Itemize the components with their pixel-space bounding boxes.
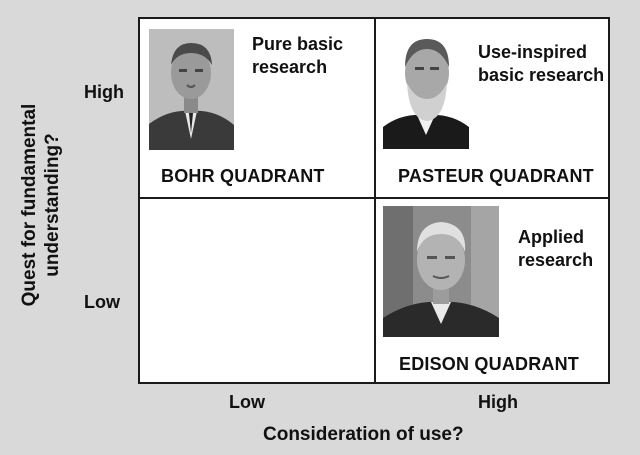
pasteur-description: Use-inspired basic research (478, 42, 605, 85)
pasteur-quadrant-label: PASTEUR QUADRANT (398, 166, 594, 186)
y-axis-low-label: Low (84, 292, 120, 312)
bohr-description: Pure basic research (252, 34, 344, 77)
bohr-portrait (149, 29, 234, 150)
x-axis-title: Consideration of use? (263, 424, 464, 445)
vertical-divider (374, 19, 376, 382)
x-axis-low-label: Low (229, 392, 265, 412)
y-axis-title: Quest for fundamental understanding? (19, 103, 63, 307)
pasteur-portrait (383, 27, 469, 149)
y-axis-high-label: High (84, 82, 124, 102)
horizontal-divider (140, 197, 608, 199)
x-axis-high-label: High (478, 392, 518, 412)
quadrant-grid: Pure basic research BOHR QUADRANT Use-in… (138, 17, 610, 384)
edison-description: Applied research (518, 227, 594, 270)
edison-quadrant-label: EDISON QUADRANT (399, 354, 580, 374)
bohr-quadrant-label: BOHR QUADRANT (161, 166, 325, 186)
edison-portrait (383, 206, 499, 337)
